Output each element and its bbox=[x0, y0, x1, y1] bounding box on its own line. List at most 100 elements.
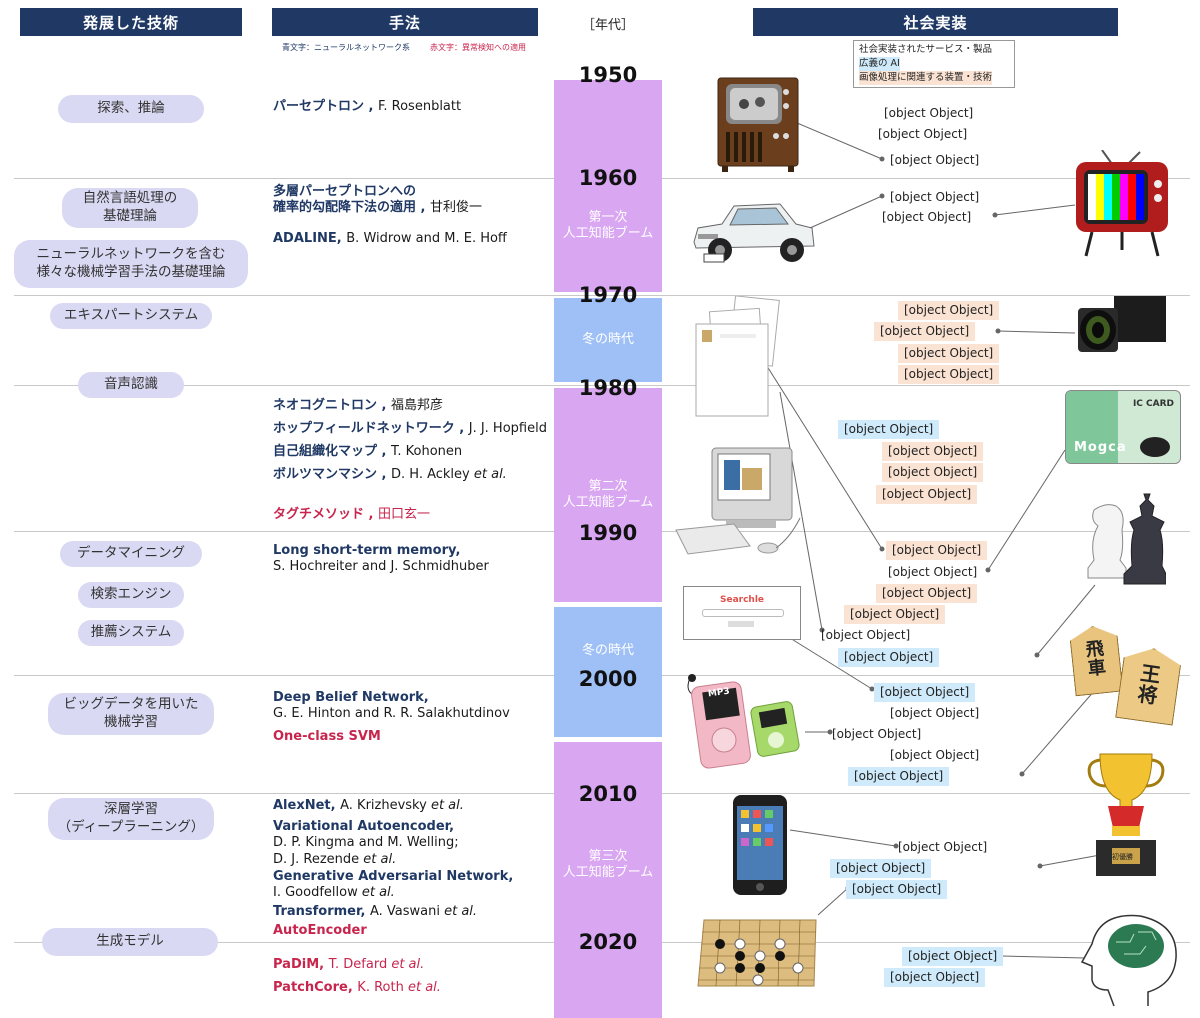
method-author: K. Roth bbox=[357, 980, 408, 995]
method-name: AlexNet, bbox=[273, 798, 341, 813]
trophy-icon bbox=[1087, 753, 1165, 876]
method-author: 田口玄一 bbox=[378, 507, 431, 522]
go-board-icon bbox=[697, 919, 817, 987]
method-author: F. Rosenblatt bbox=[378, 99, 462, 114]
ic-card-brand: Mogca bbox=[1074, 440, 1127, 455]
society-item: [object Object] bbox=[882, 463, 984, 482]
society-item: [object Object] bbox=[898, 301, 1000, 320]
method-name: 多層パーセプトロンへの 確率的勾配降下法の適用 , bbox=[273, 184, 426, 216]
method-name: One-class SVM bbox=[273, 729, 381, 744]
method-etal: et al. bbox=[363, 851, 397, 867]
method-name: パーセプトロン , bbox=[273, 99, 378, 114]
society-item: [object Object] bbox=[882, 210, 972, 224]
separator-1970 bbox=[14, 295, 1190, 296]
society-item: [object Object] bbox=[830, 859, 932, 878]
car-icon bbox=[693, 203, 815, 263]
method-item: AlexNet, A. Krizhevsky et al. bbox=[273, 798, 464, 814]
header-tech: 発展した技術 bbox=[20, 8, 242, 36]
method-name: ネオコグニトロン , bbox=[273, 398, 391, 413]
chess-pieces-icon bbox=[1087, 493, 1166, 585]
year-label: 1980 bbox=[578, 376, 638, 400]
method-author: 福島邦彦 bbox=[391, 398, 444, 413]
method-item: 多層パーセプトロンへの 確率的勾配降下法の適用 , 甘利俊一 bbox=[273, 184, 482, 217]
ai-head-icon bbox=[1080, 914, 1177, 1007]
tech-pill: 自然言語処理の 基礎理論 bbox=[62, 188, 198, 228]
legend-plain: 社会実装されたサービス・製品 bbox=[859, 44, 993, 55]
color-tv-icon bbox=[1076, 150, 1168, 257]
society-item: [object Object] bbox=[832, 727, 922, 741]
method-name: AutoEncoder bbox=[273, 923, 367, 938]
method-author: A. Krizhevsky bbox=[340, 798, 431, 813]
tech-pill: 探索、推論 bbox=[58, 95, 204, 123]
method-author: I. Goodfellow bbox=[273, 885, 358, 901]
industrial-camera-icon bbox=[1078, 296, 1166, 352]
mp3-player-icon bbox=[687, 674, 800, 769]
postcards-icon bbox=[695, 296, 780, 417]
method-author: T. Defard bbox=[328, 957, 392, 972]
search-page-icon: Searchle bbox=[683, 586, 801, 640]
header-society: 社会実装 bbox=[753, 8, 1118, 36]
tech-pill: データマイニング bbox=[60, 541, 202, 567]
method-item: Long short-term memory, S. Hochreiter an… bbox=[273, 543, 489, 576]
society-item: [object Object] bbox=[846, 880, 948, 899]
year-label: 2000 bbox=[578, 667, 638, 691]
era-band: 第二次 人工知能ブーム bbox=[554, 388, 662, 602]
method-name: Variational Autoencoder, bbox=[273, 819, 455, 834]
era-label: 冬の時代 bbox=[581, 332, 634, 348]
method-item: Variational Autoencoder, D. P. Kingma an… bbox=[273, 819, 459, 868]
society-item: [object Object] bbox=[884, 968, 986, 987]
society-item: [object Object] bbox=[890, 748, 980, 762]
year-label: 1960 bbox=[578, 166, 638, 190]
society-item: [object Object] bbox=[890, 706, 980, 720]
method-item: タグチメソッド , 田口玄一 bbox=[273, 507, 430, 523]
method-author: A. Vaswani bbox=[369, 904, 445, 919]
society-item: [object Object] bbox=[898, 840, 988, 854]
era-label: 冬の時代 bbox=[581, 643, 634, 659]
tech-pill: 音声認識 bbox=[78, 372, 184, 398]
method-name: Long short-term memory, bbox=[273, 543, 461, 558]
tech-pill: 生成モデル bbox=[42, 928, 218, 956]
tech-pill: ビッグデータを用いた 機械学習 bbox=[48, 693, 214, 735]
society-item: [object Object] bbox=[878, 127, 968, 141]
method-etal: et al. bbox=[391, 957, 425, 972]
method-item: Transformer, A. Vaswani et al. bbox=[273, 904, 477, 920]
method-name: ADALINE, bbox=[273, 231, 347, 246]
method-author: D. P. Kingma and M. Welling; D. J. Rezen… bbox=[273, 835, 459, 867]
trophy-label: 初優勝 bbox=[1112, 853, 1133, 861]
header-era: ［年代］ bbox=[581, 18, 634, 33]
society-item: [object Object] bbox=[888, 565, 978, 579]
method-item: Deep Belief Network, G. E. Hinton and R.… bbox=[273, 690, 510, 723]
method-item: ネオコグニトロン , 福島邦彦 bbox=[273, 398, 443, 414]
society-item: [object Object] bbox=[898, 365, 1000, 384]
society-item: [object Object] bbox=[821, 628, 911, 642]
society-item: [object Object] bbox=[882, 442, 984, 461]
method-name: PatchCore, bbox=[273, 980, 358, 995]
method-name: タグチメソッド , bbox=[273, 507, 378, 522]
legend-blue: 広義の AI bbox=[859, 57, 900, 71]
method-author: 甘利俊一 bbox=[430, 200, 483, 216]
society-legend: 社会実装されたサービス・製品 広義の AI 画像処理に関連する装置・技術 bbox=[853, 40, 1015, 88]
year-label: 1950 bbox=[578, 63, 638, 87]
era-band: 第三次 人工知能ブーム bbox=[554, 742, 662, 1018]
method-item: One-class SVM bbox=[273, 729, 381, 745]
method-item: ADALINE, B. Widrow and M. E. Hoff bbox=[273, 231, 507, 247]
method-etal: et al. bbox=[407, 980, 441, 995]
method-name: ホップフィールドネットワーク , bbox=[273, 421, 469, 436]
legend-blue-text: 青文字：ニューラルネットワーク系 bbox=[282, 43, 410, 52]
method-author: S. Hochreiter and J. Schmidhuber bbox=[273, 559, 489, 575]
legend-peach: 画像処理に関連する装置・技術 bbox=[859, 71, 993, 85]
era-band: 冬の時代 bbox=[554, 298, 662, 382]
method-item: ホップフィールドネットワーク , J. J. Hopfield bbox=[273, 421, 547, 437]
society-item: [object Object] bbox=[876, 485, 978, 504]
method-author: T. Kohonen bbox=[391, 444, 463, 459]
header-method: 手法 bbox=[272, 8, 538, 36]
method-author: J. J. Hopfield bbox=[468, 421, 547, 436]
method-name: PaDiM, bbox=[273, 957, 329, 972]
method-name: Generative Adversarial Network, bbox=[273, 869, 514, 884]
society-item: [object Object] bbox=[898, 344, 1000, 363]
method-name: 自己組織化マップ , bbox=[273, 444, 391, 459]
method-etal: et al. bbox=[473, 467, 507, 482]
method-etal: et al. bbox=[361, 885, 395, 901]
method-name: ボルツマンマシン , bbox=[273, 467, 391, 482]
method-item: ボルツマンマシン , D. H. Ackley et al. bbox=[273, 467, 507, 483]
